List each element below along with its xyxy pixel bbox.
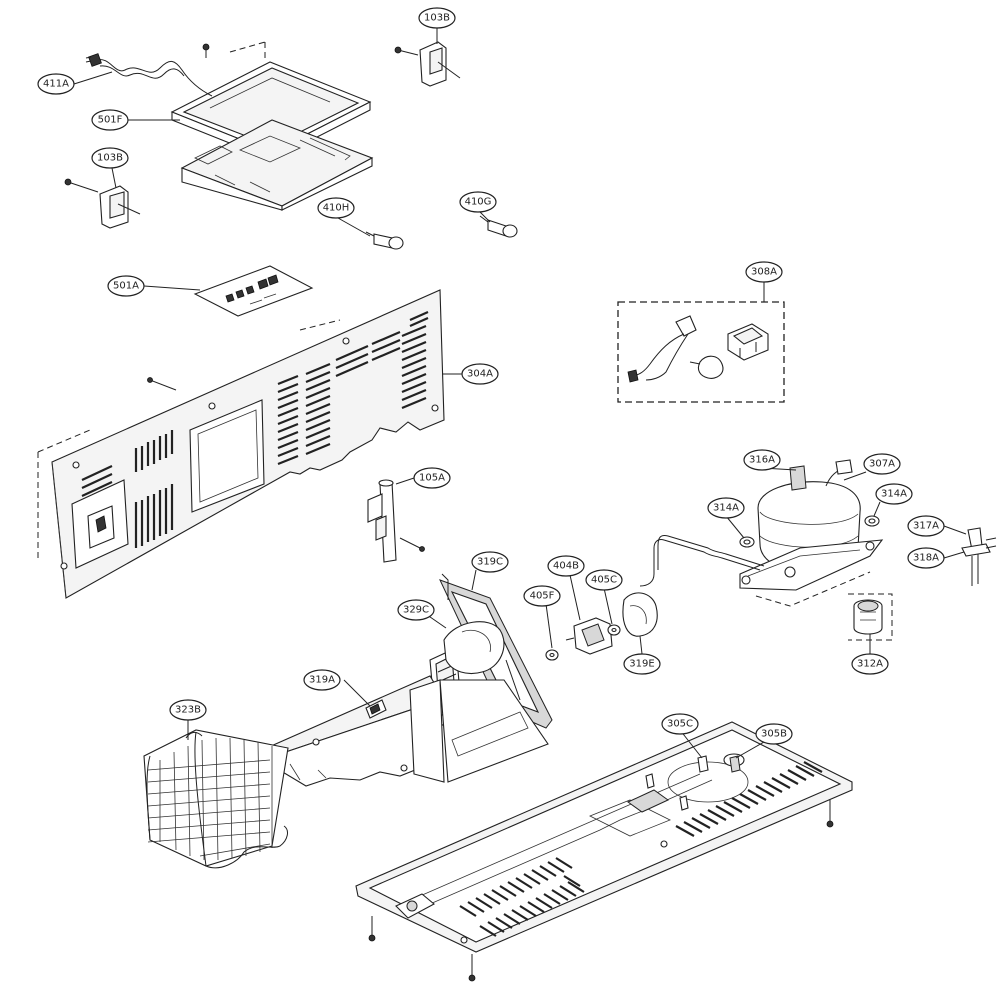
rear-panel-vents [81,310,429,548]
callout-304A-text: 304A [467,369,493,380]
callout-103B-top-text: 103B [424,13,450,24]
callout-405F: 405F [523,585,561,607]
callout-316A: 316A [743,449,781,471]
condenser-tubes [146,731,273,867]
callout-319A: 319A [303,669,341,691]
drain-tube-105A [367,479,425,563]
callout-329C: 329C [397,599,435,621]
overload-312A [848,593,893,641]
callout-318A-text: 318A [913,553,939,564]
relay-317A-318A [961,527,997,586]
callout-103B-left-text: 103B [97,153,123,164]
callout-404B-text: 404B [553,561,579,572]
washer-405F [545,649,559,661]
drain-tray-319A [260,675,549,787]
callout-307A-text: 307A [869,459,895,470]
harness-kit-308A [617,301,785,403]
callout-305C-text: 305C [667,719,693,730]
callout-323B-text: 323B [175,705,201,716]
callout-308A: 308A [745,261,783,283]
power-cord-411A [85,53,213,97]
fan-blade-319E [622,592,658,637]
control-housing-501F [170,41,374,211]
callout-314A-left-text: 314A [713,503,739,514]
callout-319E: 319E [623,653,661,675]
callout-410G: 410G [459,191,497,213]
callout-316A-text: 316A [749,455,775,466]
callout-318A: 318A [907,547,945,569]
callout-319C: 319C [471,551,509,573]
callout-312A-text: 312A [857,659,883,670]
socket-410G [479,215,518,238]
callout-105A-text: 105A [419,473,445,484]
callout-329C-text: 329C [403,605,429,616]
callout-304A: 304A [461,363,499,385]
fan-motor-404B [565,617,613,655]
callout-319A-text: 319A [309,675,335,686]
bracket-103B-top [394,41,461,87]
callout-308A-text: 308A [751,267,777,278]
callout-305C: 305C [661,713,699,735]
rear-panel-304A [37,289,445,599]
callout-305B-text: 305B [761,729,787,740]
callout-501F-text: 501F [98,115,123,126]
callout-410H-text: 410H [323,203,350,214]
callout-501F: 501F [91,109,129,131]
bracket-103B-left [64,178,141,229]
base-plate-vents [459,761,823,937]
base-plate [355,721,853,982]
callout-307A: 307A [863,453,901,475]
compressor-307A [639,459,884,607]
callout-405C: 405C [585,569,623,591]
callout-323B: 323B [169,699,207,721]
callout-312A: 312A [851,653,889,675]
pcb-501A [193,265,314,317]
callout-314A-right: 314A [875,483,913,505]
callout-410G-text: 410G [465,197,492,208]
callout-501A: 501A [107,275,145,297]
callout-305B: 305B [755,723,793,745]
callout-103B-top: 103B [418,7,456,29]
callout-317A-text: 317A [913,521,939,532]
callout-317A: 317A [907,515,945,537]
callout-405C-text: 405C [591,575,617,586]
callout-404B: 404B [547,555,585,577]
callout-105A: 105A [413,467,451,489]
callout-319E-text: 319E [629,659,654,670]
callout-405F-text: 405F [530,591,555,602]
callout-103B-left: 103B [91,147,129,169]
callout-319C-text: 319C [477,557,503,568]
callout-411A: 411A [37,73,75,95]
callout-314A-right-text: 314A [881,489,907,500]
callout-501A-text: 501A [113,281,139,292]
callout-314A-left: 314A [707,497,745,519]
washer-405C [607,624,621,636]
callout-410H: 410H [317,197,355,219]
condenser-coil-323B [143,729,289,869]
leader-lines [73,28,967,759]
callout-411A-text: 411A [43,79,69,90]
socket-410H [365,231,404,250]
